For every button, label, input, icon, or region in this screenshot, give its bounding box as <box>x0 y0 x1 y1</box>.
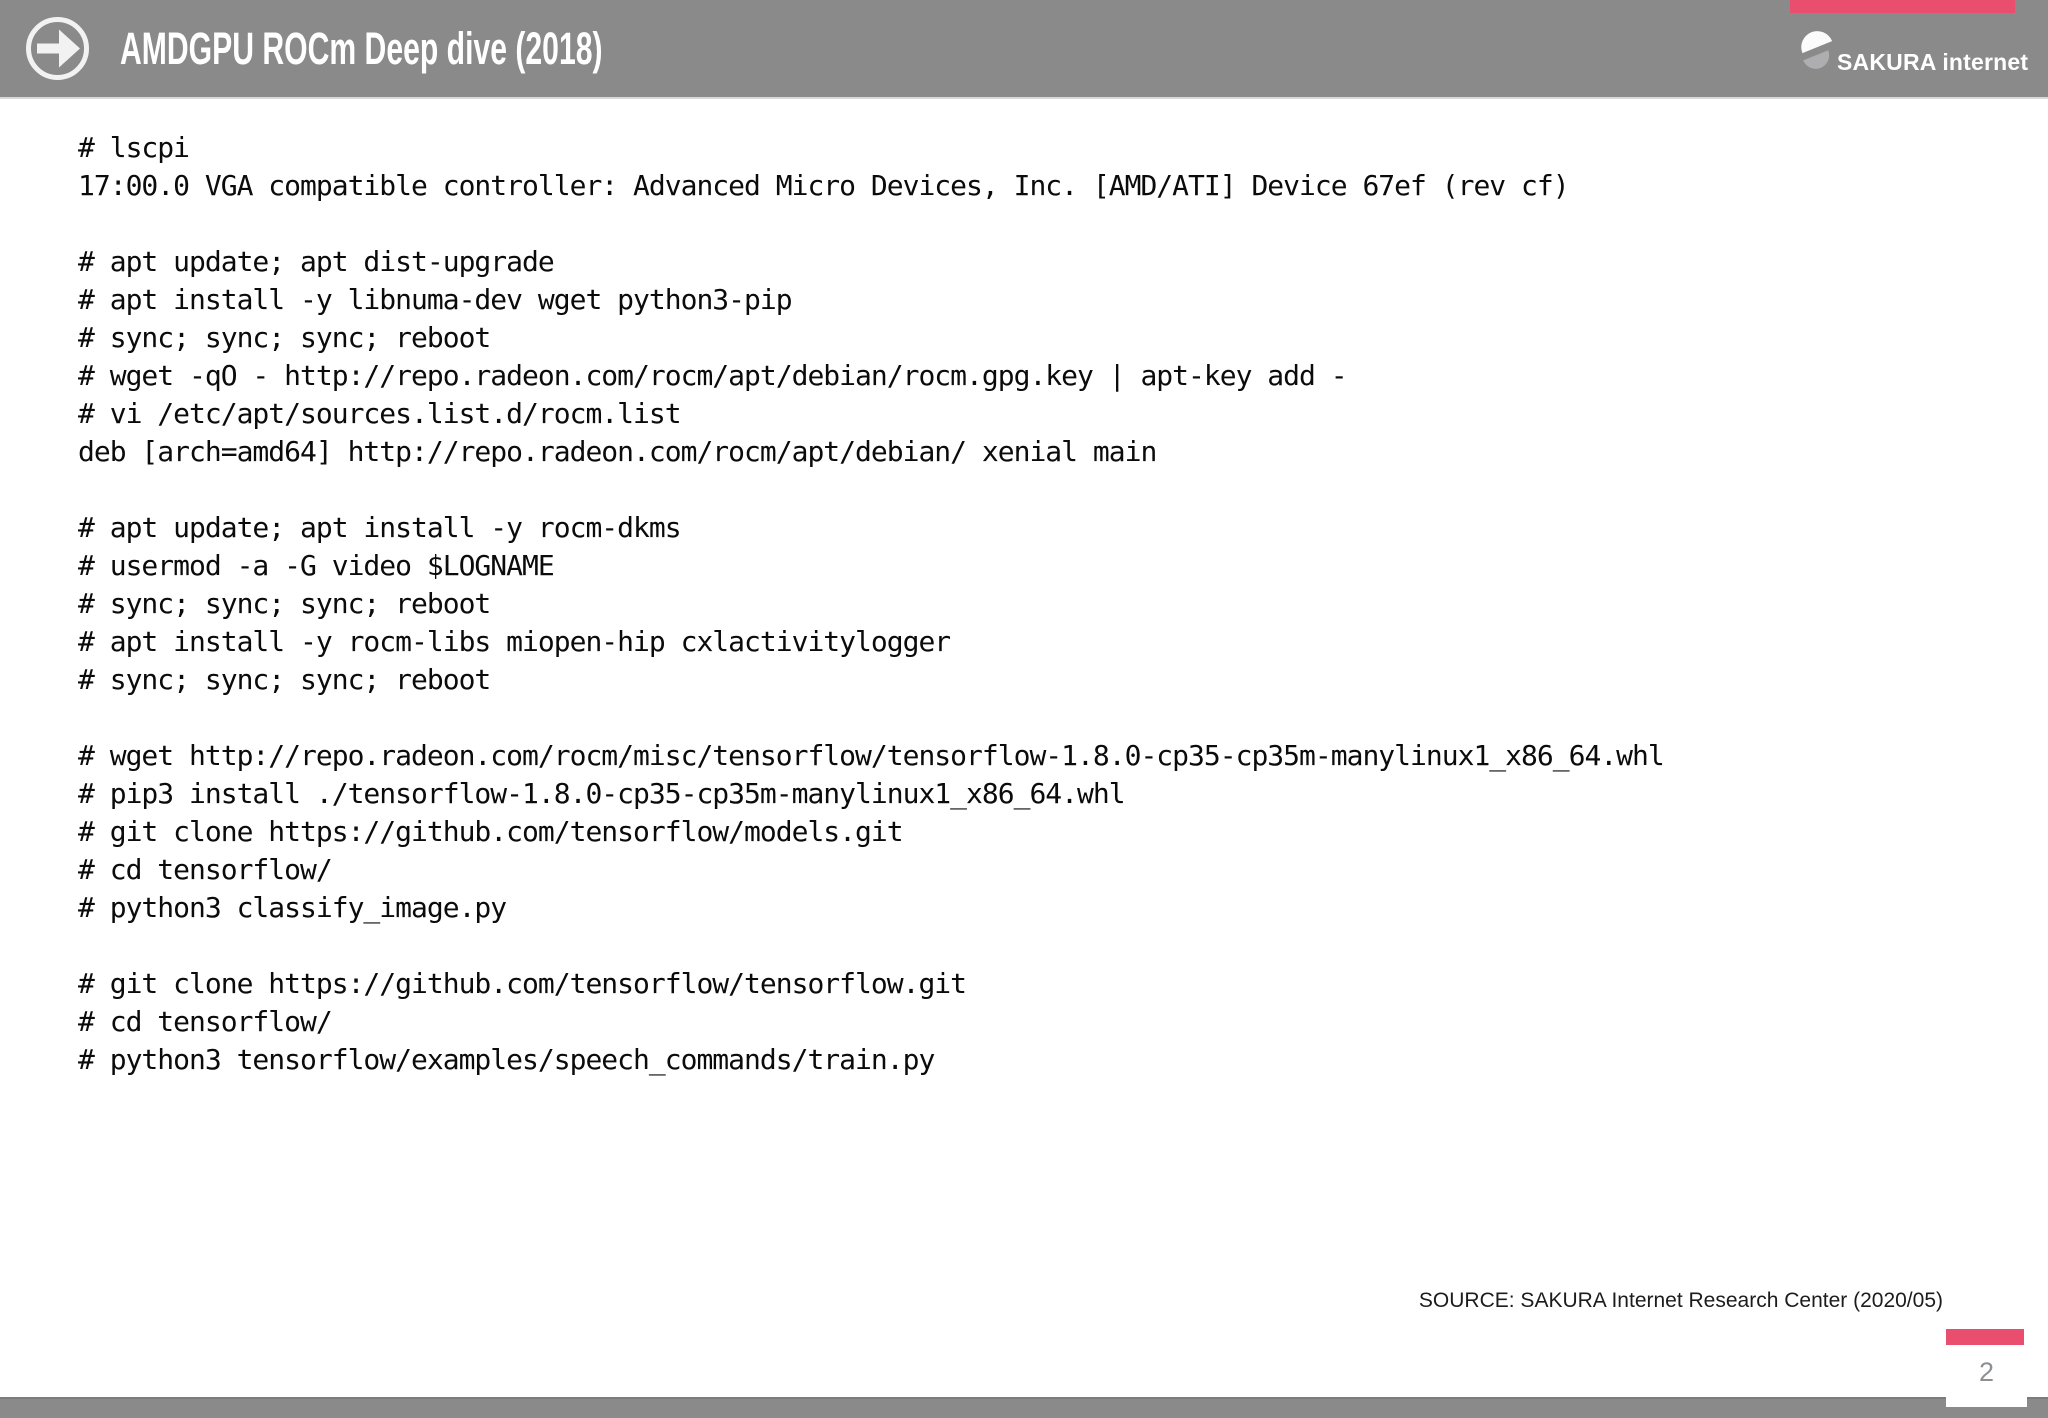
code-line: # wget -qO - http://repo.radeon.com/rocm… <box>78 359 1348 392</box>
code-line: 17:00.0 VGA compatible controller: Advan… <box>78 169 1570 202</box>
header-bar: AMDGPU ROCm Deep dive (2018) SAKURA inte… <box>0 0 2048 99</box>
code-line: # pip3 install ./tensorflow-1.8.0-cp35-c… <box>78 777 1126 810</box>
code-line: # apt update; apt dist-upgrade <box>78 245 555 278</box>
code-block-lspci: # lscpi 17:00.0 VGA compatible controlle… <box>78 129 1664 205</box>
code-line: # apt install -y rocm-libs miopen-hip cx… <box>78 625 951 658</box>
code-line: # wget http://repo.radeon.com/rocm/misc/… <box>78 739 1665 772</box>
terminal-listing: # lscpi 17:00.0 VGA compatible controlle… <box>78 129 1665 1117</box>
sakura-logo-text: SAKURA internet <box>1837 49 2029 75</box>
code-line: # vi /etc/apt/sources.list.d/rocm.list <box>78 397 682 430</box>
code-block-apt-setup: # apt update; apt dist-upgrade # apt ins… <box>78 243 1664 471</box>
code-line: # apt install -y libnuma-dev wget python… <box>78 283 793 316</box>
footer-bar <box>0 1397 2048 1418</box>
page-number: 2 <box>1978 1357 1995 1387</box>
code-line: # python3 classify_image.py <box>78 891 507 924</box>
code-line: # sync; sync; sync; reboot <box>78 587 491 620</box>
code-line: deb [arch=amd64] http://repo.radeon.com/… <box>78 435 1157 468</box>
slide-title: AMDGPU ROCm Deep dive (2018) <box>120 22 603 74</box>
source-credit: SOURCE: SAKURA Internet Research Center … <box>1418 1289 1943 1312</box>
top-accent-bar <box>1790 0 2015 13</box>
code-line: # sync; sync; sync; reboot <box>78 663 491 696</box>
page-number-box: 2 <box>1946 1352 2027 1407</box>
sakura-logo-icon <box>1798 28 1838 70</box>
code-line: # cd tensorflow/ <box>78 1005 333 1038</box>
code-block-rocm-install: # apt update; apt install -y rocm-dkms #… <box>78 509 1664 699</box>
code-line: # lscpi <box>78 131 190 164</box>
code-line: # git clone https://github.com/tensorflo… <box>78 967 967 1000</box>
code-line: # cd tensorflow/ <box>78 853 333 886</box>
code-line: # python3 tensorflow/examples/speech_com… <box>78 1043 935 1076</box>
code-line: # usermod -a -G video $LOGNAME <box>78 549 555 582</box>
code-block-tensorflow-git: # git clone https://github.com/tensorflo… <box>78 965 1664 1079</box>
code-line: # apt update; apt install -y rocm-dkms <box>78 511 682 544</box>
code-line: # sync; sync; sync; reboot <box>78 321 491 354</box>
code-block-tensorflow-whl: # wget http://repo.radeon.com/rocm/misc/… <box>78 737 1665 927</box>
bottom-accent-bar <box>1946 1329 2024 1345</box>
code-line: # git clone https://github.com/tensorflo… <box>78 815 904 848</box>
arrow-circle-icon <box>24 15 91 82</box>
